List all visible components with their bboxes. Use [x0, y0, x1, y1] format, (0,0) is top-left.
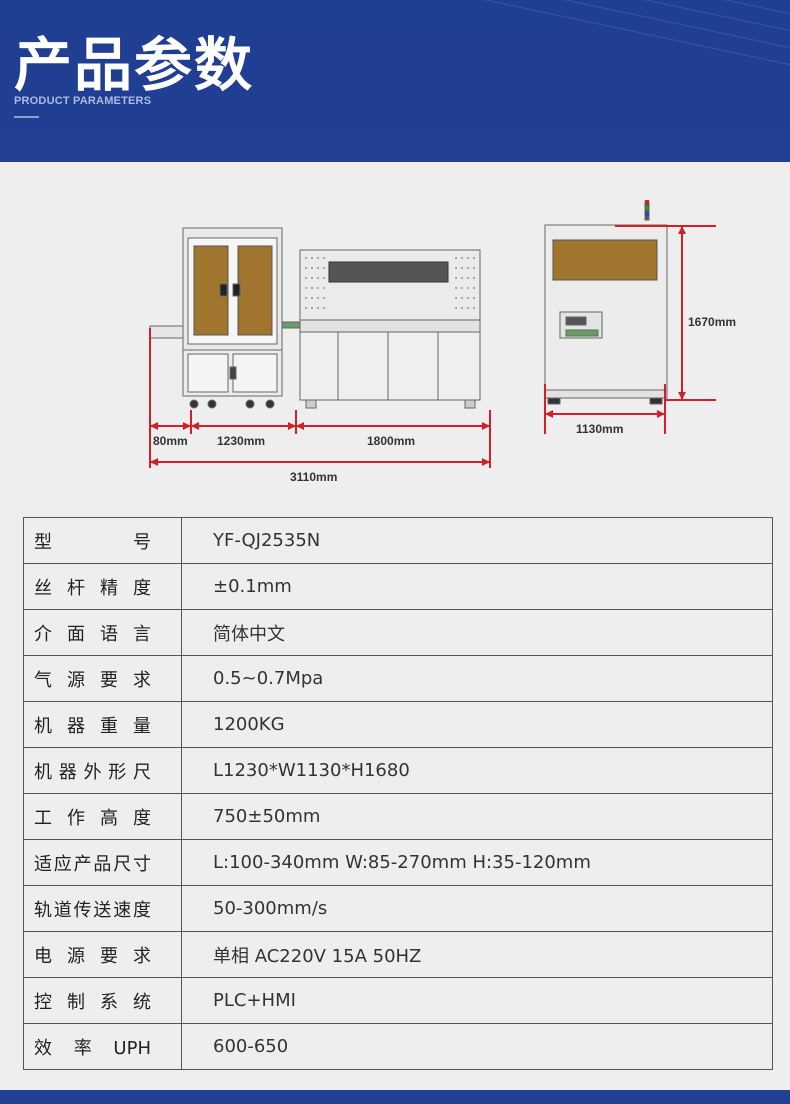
front-dimension-arrows [150, 422, 490, 466]
dim-1130mm: 1130mm [576, 422, 623, 436]
header-banner: 产品参数 PRODUCT PARAMETERS [0, 0, 790, 162]
spec-value: 1200KG [181, 701, 773, 748]
side-dimension-lines [544, 225, 716, 434]
title-underline [14, 116, 39, 118]
spec-value: YF-QJ2535N [181, 517, 773, 564]
spec-value: 600-650 [181, 1023, 773, 1070]
spec-label: 控制系统 [23, 977, 182, 1024]
spec-label: 丝杆精度 [23, 563, 182, 610]
side-dimension-arrows [545, 226, 686, 418]
spec-row: 电源要求单相 AC220V 15A 50HZ [23, 931, 773, 978]
perforated-panels [305, 257, 475, 309]
dim-80mm: 80mm [153, 434, 188, 448]
spec-value: 单相 AC220V 15A 50HZ [181, 931, 773, 978]
spec-label: 机器外形尺 [23, 747, 182, 794]
spec-label: 机器重量 [23, 701, 182, 748]
page-subtitle: PRODUCT PARAMETERS [14, 95, 152, 107]
spec-value: 750±50mm [181, 793, 773, 840]
machine-drawing: 80mm 1230mm 1800mm 3110mm 1130mm 1670mm [149, 200, 736, 484]
front-view [149, 227, 481, 409]
spec-value: ±0.1mm [181, 563, 773, 610]
spec-value: 0.5~0.7Mpa [181, 655, 773, 702]
spec-value: L:100-340mm W:85-270mm H:35-120mm [181, 839, 773, 886]
spec-label: 气源要求 [23, 655, 182, 702]
page-title: 产品参数 [14, 31, 255, 99]
spec-label: 电源要求 [23, 931, 182, 978]
dim-3110mm: 3110mm [290, 470, 337, 484]
spec-label: 介面语言 [23, 609, 182, 656]
spec-value: PLC+HMI [181, 977, 773, 1024]
spec-label: 效率UPH [23, 1023, 182, 1070]
side-view [544, 201, 668, 405]
spec-label: 型号 [23, 517, 182, 564]
spec-value: L1230*W1130*H1680 [181, 747, 773, 794]
dim-1230mm: 1230mm [217, 434, 265, 448]
dim-1800mm: 1800mm [367, 434, 415, 448]
spec-label: 适应产品尺寸 [23, 839, 182, 886]
dim-1670mm: 1670mm [688, 315, 736, 329]
spec-label: 工作高度 [23, 793, 182, 840]
footer-bar [0, 1090, 790, 1104]
spec-row: 介面语言简体中文 [23, 609, 773, 656]
spec-value: 50-300mm/s [181, 885, 773, 932]
spec-row: 丝杆精度±0.1mm [23, 563, 773, 610]
spec-value: 简体中文 [181, 609, 773, 656]
spec-label: 轨道传送速度 [23, 885, 182, 932]
